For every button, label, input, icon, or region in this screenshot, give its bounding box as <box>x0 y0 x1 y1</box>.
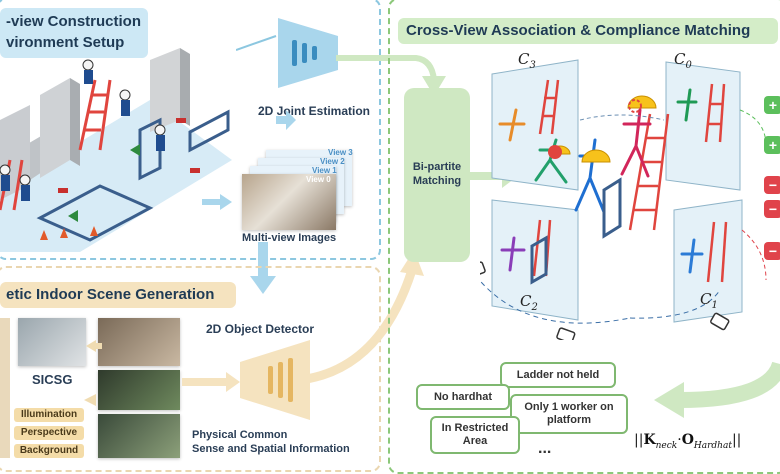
camera-c1-label: C1 <box>700 290 718 311</box>
setup-panel <box>0 0 381 260</box>
violation-minus-marker-3: − <box>764 242 780 260</box>
synthetic-image-2 <box>98 318 180 366</box>
view-3-label: View 3 <box>328 148 353 157</box>
camera-views-illustration <box>480 59 767 340</box>
multiview-images-label: Multi-view Images <box>242 232 337 244</box>
view-card-0 <box>242 174 336 230</box>
synthetic-arrows <box>84 340 102 406</box>
factor-perspective: Perspective <box>14 426 84 440</box>
sicsg-label: SICSG <box>32 372 73 387</box>
factor-background: Background <box>14 444 84 458</box>
camera-c3-label: C3 <box>518 50 536 71</box>
synthetic-image-1 <box>18 318 86 366</box>
factor-illumination: Illumination <box>14 408 84 422</box>
violation-restricted-area: In Restricted Area <box>430 416 520 454</box>
joint-estimation-network-icon <box>278 18 338 88</box>
arrow-to-joint-estimation <box>236 35 277 51</box>
violation-minus-marker-1: − <box>764 176 780 194</box>
synthetic-image-4 <box>98 414 180 458</box>
arrow-to-object-detector <box>182 372 240 392</box>
multiview-arrows <box>202 110 296 294</box>
camera-c2-label: C2 <box>520 292 538 313</box>
arrow-detector-to-matching <box>300 250 424 385</box>
setup-panel-title: -view Construction vironment Setup <box>0 8 148 58</box>
object-detector-network-icon <box>240 340 310 420</box>
common-sense-label: Physical Common Sense and Spatial Inform… <box>192 429 350 455</box>
violation-one-worker-platform: Only 1 worker on platform <box>510 394 628 434</box>
violation-no-hardhat: No hardhat <box>416 384 510 410</box>
view-0-label: View 0 <box>306 175 331 184</box>
synthetic-left-edge-image <box>0 318 10 458</box>
camera-c0-label: C0 <box>674 50 692 71</box>
arrow-joint-to-matching <box>336 55 446 96</box>
matching-panel-title: Cross-View Association & Compliance Matc… <box>398 18 778 44</box>
compliant-plus-marker-1: + <box>764 96 780 114</box>
object-detector-label: 2D Object Detector <box>206 322 315 336</box>
violation-minus-marker-2: − <box>764 200 780 218</box>
violation-ladder-not-held: Ladder not held <box>500 362 616 388</box>
synthetic-panel-title: etic Indoor Scene Generation <box>0 282 236 308</box>
synthetic-image-3 <box>98 370 180 410</box>
view-1-label: View 1 <box>312 166 337 175</box>
violation-more-ellipsis: ... <box>538 440 552 457</box>
view-2-label: View 2 <box>320 157 345 166</box>
compliance-formula: ||Kneck·OHardhat|| <box>634 432 742 451</box>
arrow-compliance-to-violations <box>654 361 780 418</box>
bipartite-matching-block <box>404 88 470 262</box>
construction-scene-illustration <box>0 48 232 252</box>
compliant-plus-marker-2: + <box>764 136 780 154</box>
bipartite-matching-label: Bi-partite Matching <box>412 161 462 187</box>
